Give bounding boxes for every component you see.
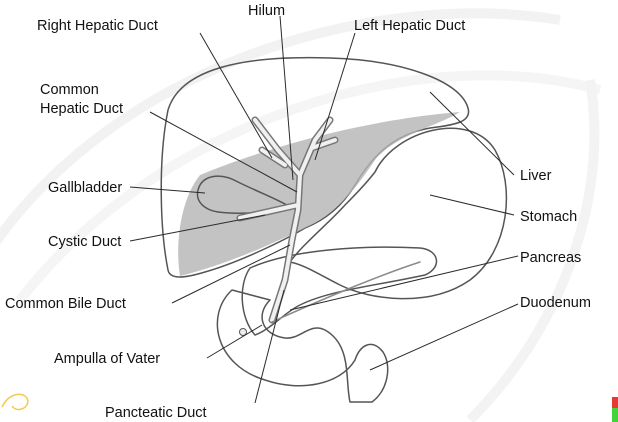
- leader-pancreatic-duct: [255, 290, 284, 403]
- label-cystic-duct: Cystic Duct: [48, 234, 121, 250]
- label-ampulla-of-vater: Ampulla of Vater: [54, 351, 160, 367]
- leader-pancreas: [290, 256, 518, 310]
- label-right-hepatic-duct: Right Hepatic Duct: [37, 18, 158, 34]
- leader-liver: [430, 92, 514, 175]
- label-gallbladder: Gallbladder: [48, 180, 122, 196]
- label-duodenum: Duodenum: [520, 295, 591, 311]
- leader-stomach: [430, 195, 514, 215]
- corner-flag-red: [612, 397, 618, 408]
- label-hilum: Hilum: [248, 3, 285, 19]
- pancreatic-duct-line: [272, 262, 420, 322]
- label-liver: Liver: [520, 168, 552, 184]
- corner-logo-mark: [2, 394, 28, 409]
- label-pancreatic-duct: Pancteatic Duct: [105, 405, 207, 421]
- corner-flag-green: [612, 408, 618, 422]
- leader-duodenum: [370, 304, 518, 370]
- label-common-bile-duct: Common Bile Duct: [5, 296, 126, 312]
- label-common-hepatic-duct-line1: Common: [40, 82, 99, 98]
- label-common-hepatic-duct-line2: Hepatic Duct: [40, 101, 123, 117]
- label-stomach: Stomach: [520, 209, 577, 225]
- label-pancreas: Pancreas: [520, 250, 581, 266]
- leader-ampulla-of-vater: [207, 325, 262, 358]
- label-left-hepatic-duct: Left Hepatic Duct: [354, 18, 465, 34]
- logo-swirl: [2, 394, 28, 409]
